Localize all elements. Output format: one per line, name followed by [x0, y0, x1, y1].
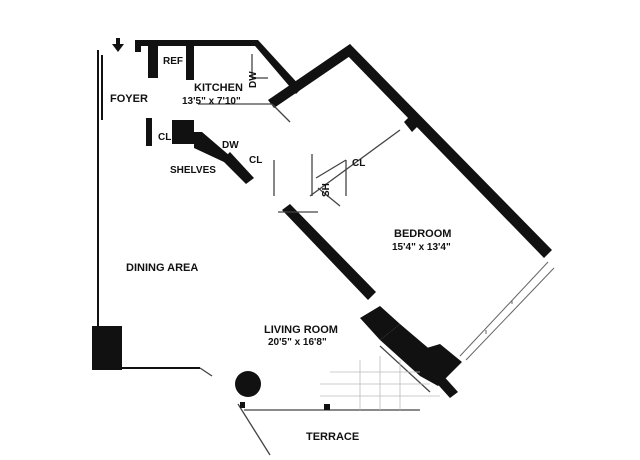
exterior-thin-walls — [97, 50, 200, 369]
heavy-walls — [92, 40, 552, 398]
entry-arrow-icon — [112, 38, 124, 52]
cl-bed-label: CL — [352, 158, 365, 169]
terrace-label: TERRACE — [306, 431, 359, 443]
cl-mid-label: CL — [249, 155, 262, 166]
bedroom-size: 15'4" x 13'4" — [392, 242, 451, 253]
interior-thin-lines — [198, 54, 431, 456]
living-label: LIVING ROOM — [264, 324, 338, 336]
dw-lower-label: DW — [222, 140, 239, 151]
terrace-pattern — [320, 356, 440, 410]
bedroom-windows — [459, 261, 555, 361]
bedroom-label: BEDROOM — [394, 228, 451, 240]
cl-left-label: CL — [158, 132, 171, 143]
kitchen-size: 13'5" x 7'10" — [182, 96, 241, 107]
dw-kitchen-label: DW — [248, 71, 259, 88]
ref-label: REF — [163, 56, 183, 67]
shelves-label: SHELVES — [170, 165, 216, 176]
sh-label: SH — [321, 183, 332, 197]
dining-label: DINING AREA — [126, 262, 198, 274]
column-icon — [235, 371, 261, 397]
living-size: 20'5" x 16'8" — [268, 337, 327, 348]
kitchen-label: KITCHEN — [194, 82, 243, 94]
foyer-label: FOYER — [110, 93, 148, 105]
